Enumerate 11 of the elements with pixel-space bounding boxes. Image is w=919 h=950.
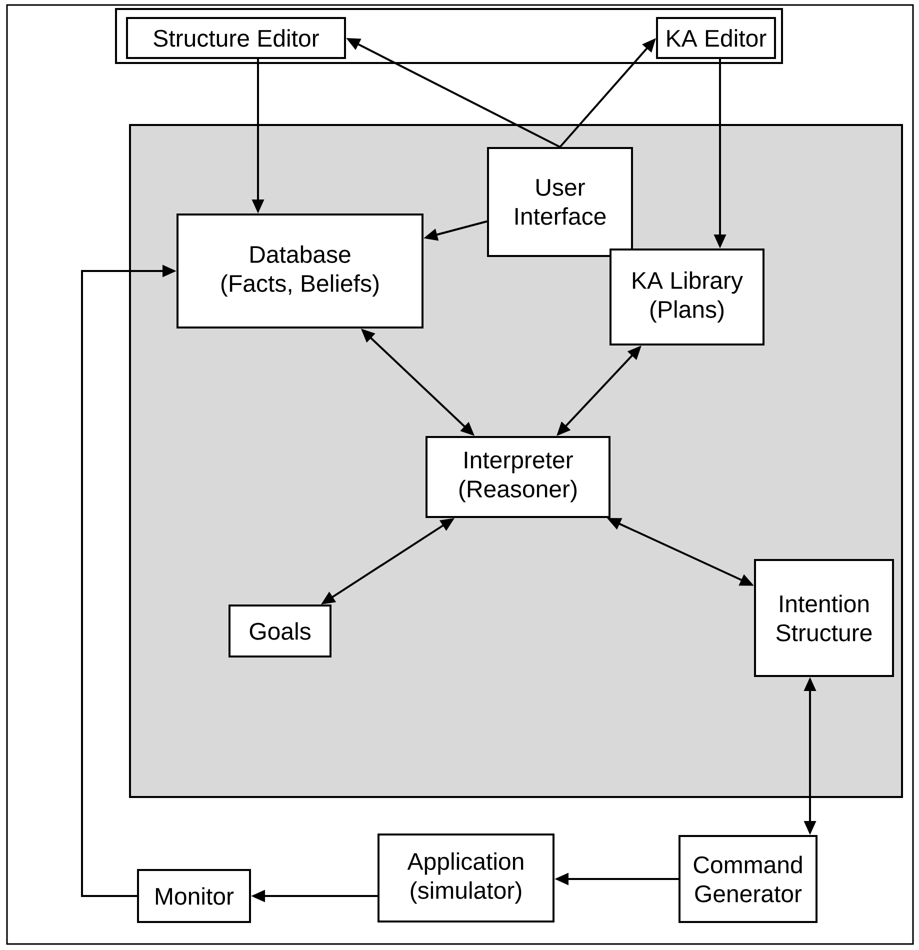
process-box: Interpreter (Reasoner) [426, 436, 610, 518]
process-box: Database (Facts, Beliefs) [176, 214, 424, 328]
process-box: Goals [228, 604, 332, 658]
process-box: Application (simulator) [378, 834, 554, 922]
process-box: Intention Structure [754, 559, 894, 677]
process-box: Command Generator [678, 835, 818, 923]
process-box: KA Library (Plans) [610, 248, 764, 346]
process-box: User Interface [487, 147, 633, 257]
process-box: Monitor [137, 869, 251, 923]
process-box: KA Editor [656, 17, 776, 59]
process-box: Structure Editor [126, 17, 346, 59]
